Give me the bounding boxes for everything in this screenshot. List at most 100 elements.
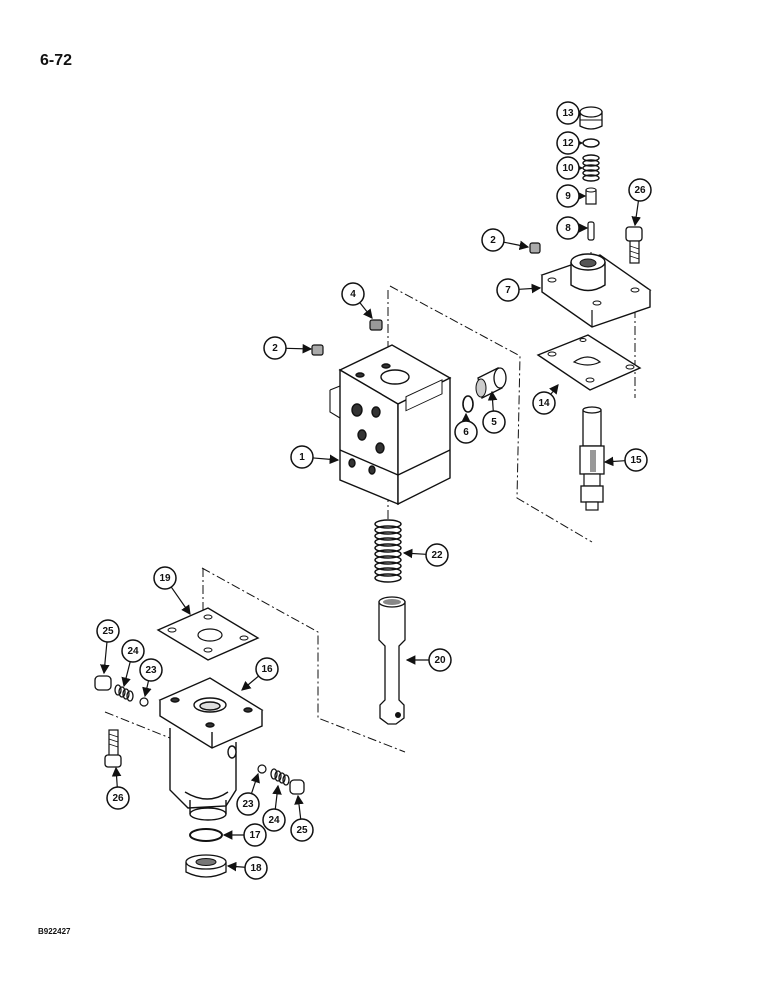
callout-circle [454,420,478,444]
spring-part-10 [582,154,600,182]
callout-number: 15 [630,455,642,466]
callout-c18: 18 [226,856,268,880]
callout-number: 22 [431,550,443,561]
callout-number: 13 [562,108,574,119]
bolt-part-26-upper [625,226,643,264]
page-number: 6-72 [40,52,73,69]
callout-circle [481,228,505,252]
callout-circle [121,639,145,663]
callout-number: 26 [112,793,124,804]
callout-number: 12 [562,138,574,149]
bolt-part-25-lower [289,779,305,795]
callout-c2b: 2 [263,336,313,360]
callout-number: 9 [565,191,571,202]
callout-c26b: 26 [106,766,130,810]
callout-circle [556,131,580,155]
callout-c4: 4 [341,282,373,319]
callout-leader [312,454,340,465]
seal-part-18 [185,854,227,878]
plug-part-2-left [311,344,324,356]
plug-part-2-upper [529,242,541,254]
callout-circle [496,278,520,302]
callout-leader [142,680,152,698]
callout-number: 19 [159,573,171,584]
callout-circle [428,648,452,672]
body-part-16 [158,677,264,821]
callout-circle [290,445,314,469]
callout-number: 16 [261,664,273,675]
callout-leader [402,548,427,559]
callout-leader [603,456,626,467]
pin-part-8 [587,221,595,241]
callout-number: 4 [350,289,356,300]
callout-leader [100,641,110,675]
bolt-part-25-upper [94,675,112,691]
poppet-part-9 [585,187,597,205]
callout-c8: 8 [556,216,589,240]
spring-part-22 [374,519,402,583]
callout-circle [624,448,648,472]
callout-circle [482,410,506,434]
o-ring-part-17 [189,828,223,842]
callout-circle [341,282,365,306]
callout-c7: 7 [496,278,542,302]
callout-number: 1 [299,452,305,463]
callout-c17: 17 [222,823,267,847]
callout-c14: 14 [532,384,559,415]
ball-part-23-upper [139,697,149,707]
callout-circle [255,657,279,681]
callout-leader [121,661,131,688]
callout-c25a: 25 [96,619,120,675]
callout-number: 2 [272,343,278,354]
callout-c25b: 25 [290,794,314,842]
callout-circle [425,543,449,567]
callout-number: 10 [562,163,574,174]
callout-circle [262,808,286,832]
callout-circle [556,101,580,125]
callout-number: 14 [538,398,550,409]
spring-part-24-upper [114,684,134,702]
callout-circle [153,566,177,590]
callout-leader [518,283,542,294]
callout-c15: 15 [603,448,648,472]
callout-circle [628,178,652,202]
callout-c24a: 24 [121,639,145,688]
callout-c13: 13 [556,101,582,125]
callout-c19: 19 [153,566,191,615]
callout-circle [290,818,314,842]
callout-number: 26 [634,185,646,196]
callout-leader [503,240,530,251]
callout-number: 5 [491,417,497,428]
o-ring-part-12 [582,138,600,148]
callout-number: 8 [565,223,571,234]
document-code: B922427 [38,927,71,936]
gasket-part-14 [536,334,642,391]
callout-circle [556,216,580,240]
callout-c5: 5 [482,390,506,434]
callout-c24b: 24 [262,784,286,832]
callout-circle [263,336,287,360]
callout-circle [532,391,556,415]
callout-c6: 6 [454,412,478,444]
callout-circle [244,856,268,880]
callout-c23a: 23 [139,658,163,698]
callout-number: 20 [434,655,446,666]
plug-part-4 [369,319,383,331]
valve-block-part-1 [329,344,452,506]
callout-number: 23 [242,799,254,810]
o-ring-part-6 [462,395,474,413]
callout-number: 18 [250,863,262,874]
callout-number: 25 [296,825,308,836]
callout-number: 2 [490,235,496,246]
callout-circle [96,619,120,643]
callout-leader [111,766,122,788]
callout-c23b: 23 [236,772,260,816]
callout-leader [359,302,373,319]
callout-c16: 16 [241,657,279,691]
callout-leader [285,343,313,354]
callout-number: 23 [145,665,157,676]
callout-leader [170,586,191,615]
gasket-part-19 [156,607,260,661]
callout-leader [294,794,304,820]
